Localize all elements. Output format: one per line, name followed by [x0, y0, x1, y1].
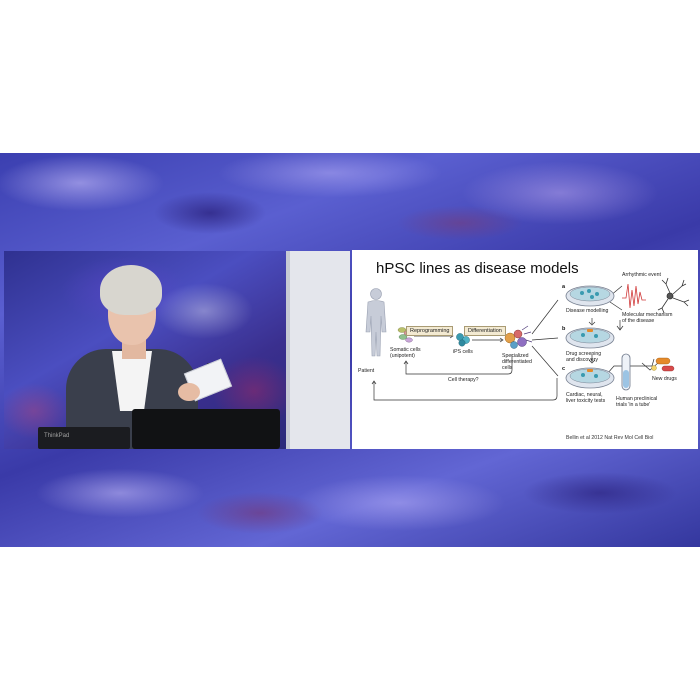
preclinical-trials-label-line1: Human preclinical — [616, 396, 658, 402]
new-drugs-label: New drugs — [652, 376, 677, 382]
laptop: ThinkPad — [38, 427, 130, 449]
podium-monitor — [132, 409, 280, 449]
wall-edge — [286, 251, 290, 449]
ips-cells-label: iPS cells — [453, 349, 473, 355]
molecular-mechanism-label-line2: of the disease — [622, 318, 655, 324]
arrhythmic-event-label: Arrhythmic event — [622, 272, 661, 278]
patient-silhouette — [365, 288, 387, 357]
speaker-hair — [100, 265, 162, 315]
somatic-cells-label-line2: (unipotent) — [390, 353, 415, 359]
drug-screening-label-line1: Drug screening — [566, 351, 602, 357]
molecular-mechanism-label-line1: Molecular mechanism — [622, 312, 673, 318]
disease-modelling-label: Disease modelling — [566, 308, 609, 314]
slide-title: hPSC lines as disease models — [376, 260, 579, 277]
petri-dish-b — [565, 327, 615, 349]
patient-label: Patient — [358, 368, 375, 374]
panel-a-letter: a — [562, 284, 566, 290]
specialized-cells-label-line3: cells — [502, 365, 513, 371]
toxicity-tests-label-line1: Cardiac, neural, — [566, 392, 603, 398]
speaker-video: ThinkPad — [4, 251, 350, 449]
laptop-logo: ThinkPad — [44, 433, 70, 439]
cell-therapy-loop — [371, 354, 558, 401]
presentation-slide: hPSC lines as disease models — [352, 250, 698, 449]
drug-pills-illustration — [651, 357, 675, 372]
specialized-cells-label-line2: differentiated — [502, 359, 532, 365]
slide-citation: Bellin et al 2012 Nat Rev Mol Cell Biol — [566, 435, 654, 441]
reprogramming-step-box: Reprogramming — [406, 326, 454, 336]
petri-dish-a — [565, 285, 615, 307]
video-frame: ThinkPad hPSC lines as disease models — [0, 153, 700, 547]
arrhythmia-trace — [622, 283, 646, 309]
preclinical-trials-label-line2: trials 'in a tube' — [616, 402, 651, 408]
differentiation-step-box: Differentiation — [464, 326, 506, 336]
stage-wall — [286, 251, 350, 449]
drug-screening-label-line2: and discovery — [566, 357, 599, 363]
toxicity-tests-label-line2: liver toxicity tests — [566, 398, 606, 404]
panel-b-letter: b — [562, 326, 566, 332]
somatic-cells-label-line1: Somatic cells — [390, 347, 421, 353]
specialized-cells-illustration — [504, 325, 533, 349]
petri-dish-c — [565, 367, 615, 389]
disease-model-figure — [365, 277, 690, 401]
panel-c-letter: c — [562, 366, 566, 372]
speaker — [66, 265, 233, 449]
neuron-illustration — [657, 277, 690, 314]
test-tube-illustration — [621, 353, 631, 391]
speaker-hand — [178, 383, 200, 401]
ips-cells-illustration — [456, 333, 470, 347]
specialized-cells-label-line1: Specialized — [502, 353, 529, 359]
cell-therapy-label: Cell therapy? — [448, 377, 479, 383]
